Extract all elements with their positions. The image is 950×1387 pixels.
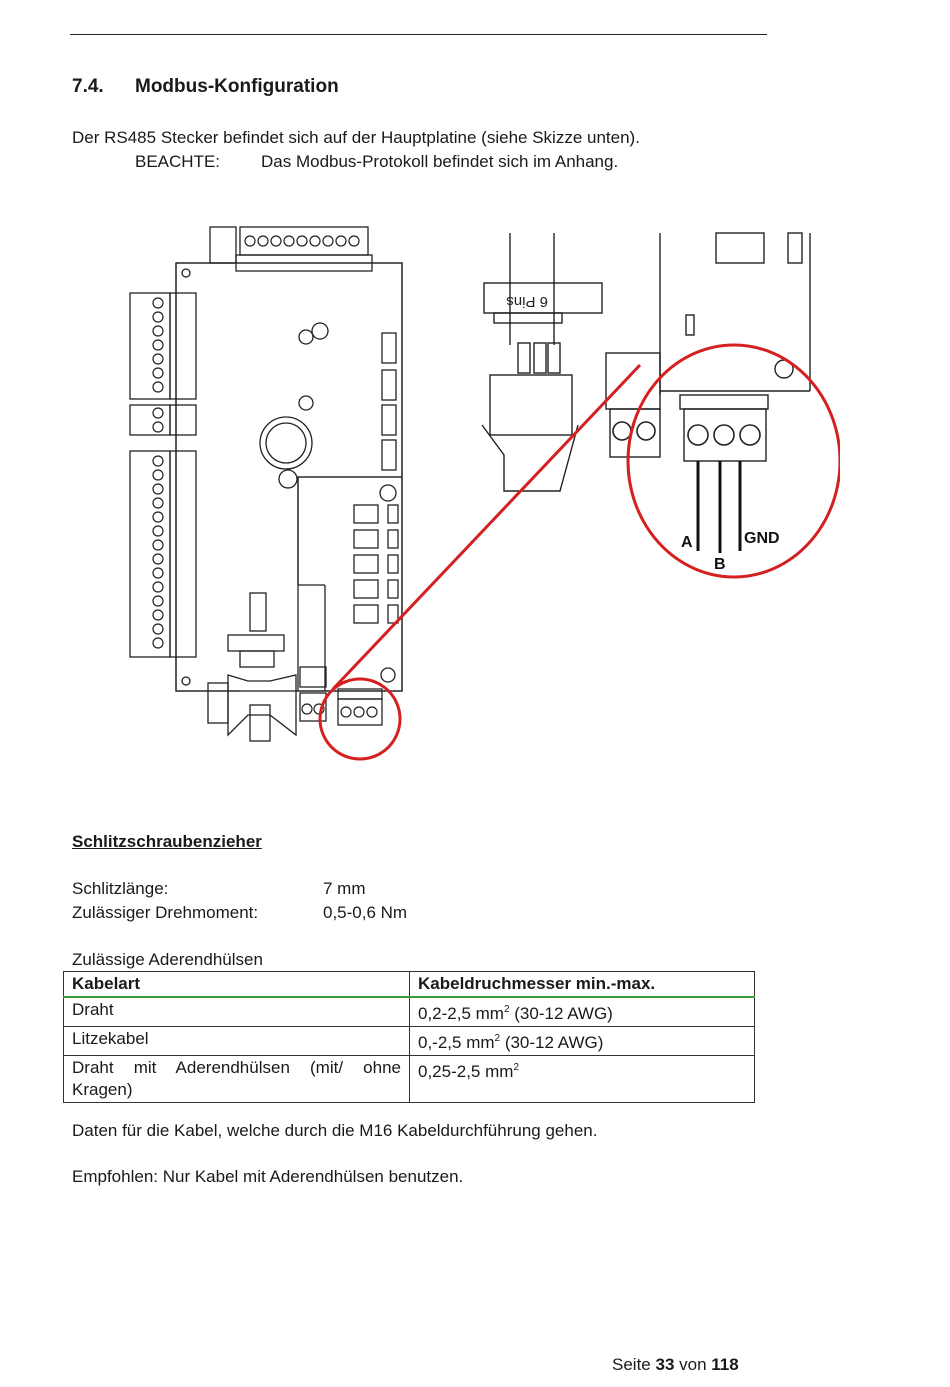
screwdriver-row: Zulässiger Drehmoment: 0,5-0,6 Nm: [72, 903, 407, 923]
section-heading: 7.4. Modbus-Konfiguration: [72, 76, 339, 98]
table-cell: 0,2-2,5 mm2 (30-12 AWG): [409, 996, 755, 1027]
table-cell: Draht mit Aderendhülsen (mit/ ohne Krage…: [63, 1055, 410, 1103]
screwdriver-key: Schlitzlänge:: [72, 879, 169, 898]
cable-note: Daten für die Kabel, welche durch die M1…: [72, 1121, 598, 1140]
intro-note: BEACHTE: Das Modbus-Protokoll befindet si…: [135, 151, 618, 173]
table-header: Kabelart: [63, 971, 410, 998]
label-gnd: GND: [744, 530, 780, 547]
ferrules-table: Kabelart Kabeldruchmesser min.-max. Drah…: [63, 971, 755, 1103]
ferrules-caption: Zulässige Aderendhülsen: [72, 950, 263, 969]
board-diagram: 6 Pins A B GND: [129, 226, 840, 761]
screwdriver-heading: Schlitzschraubenzieher: [72, 832, 262, 851]
screwdriver-key: Zulässiger Drehmoment:: [72, 903, 259, 922]
screwdriver-value: 7 mm: [323, 879, 366, 898]
intro-text: Der RS485 Stecker befindet sich auf der …: [72, 128, 640, 147]
table-header-row: Kabelart Kabeldruchmesser min.-max.: [63, 971, 755, 998]
highlight-large-circle: [626, 343, 840, 579]
table-row: Draht mit Aderendhülsen (mit/ ohne Krage…: [63, 1055, 755, 1103]
label-b: B: [714, 556, 726, 573]
table-cell: Litzekabel: [63, 1026, 410, 1056]
section-title: Modbus-Konfiguration: [135, 76, 339, 97]
table-header: Kabeldruchmesser min.-max.: [409, 971, 755, 998]
table-cell: Draht: [63, 996, 410, 1027]
note-label: BEACHTE:: [135, 152, 221, 171]
page-number: Seite 33 von 118: [612, 1355, 739, 1374]
label-a: A: [681, 534, 693, 551]
note-text: Das Modbus-Protokoll befindet sich im An…: [261, 152, 619, 171]
table-cell: 0,-2,5 mm2 (30-12 AWG): [409, 1026, 755, 1056]
section-number: 7.4.: [72, 76, 104, 97]
screwdriver-value: 0,5-0,6 Nm: [323, 903, 408, 922]
highlight-connector-line: [331, 363, 642, 691]
highlight-small-circle: [318, 677, 402, 761]
table-row: Litzekabel 0,-2,5 mm2 (30-12 AWG): [63, 1026, 755, 1056]
screwdriver-row: Schlitzlänge: 7 mm: [72, 879, 366, 899]
recommend-note: Empfohlen: Nur Kabel mit Aderendhülsen b…: [72, 1167, 464, 1186]
table-cell: 0,25-2,5 mm2: [409, 1055, 755, 1103]
pins-label: 6 Pins: [506, 293, 548, 310]
table-row: Draht 0,2-2,5 mm2 (30-12 AWG): [63, 996, 755, 1027]
header-rule: [70, 34, 767, 35]
